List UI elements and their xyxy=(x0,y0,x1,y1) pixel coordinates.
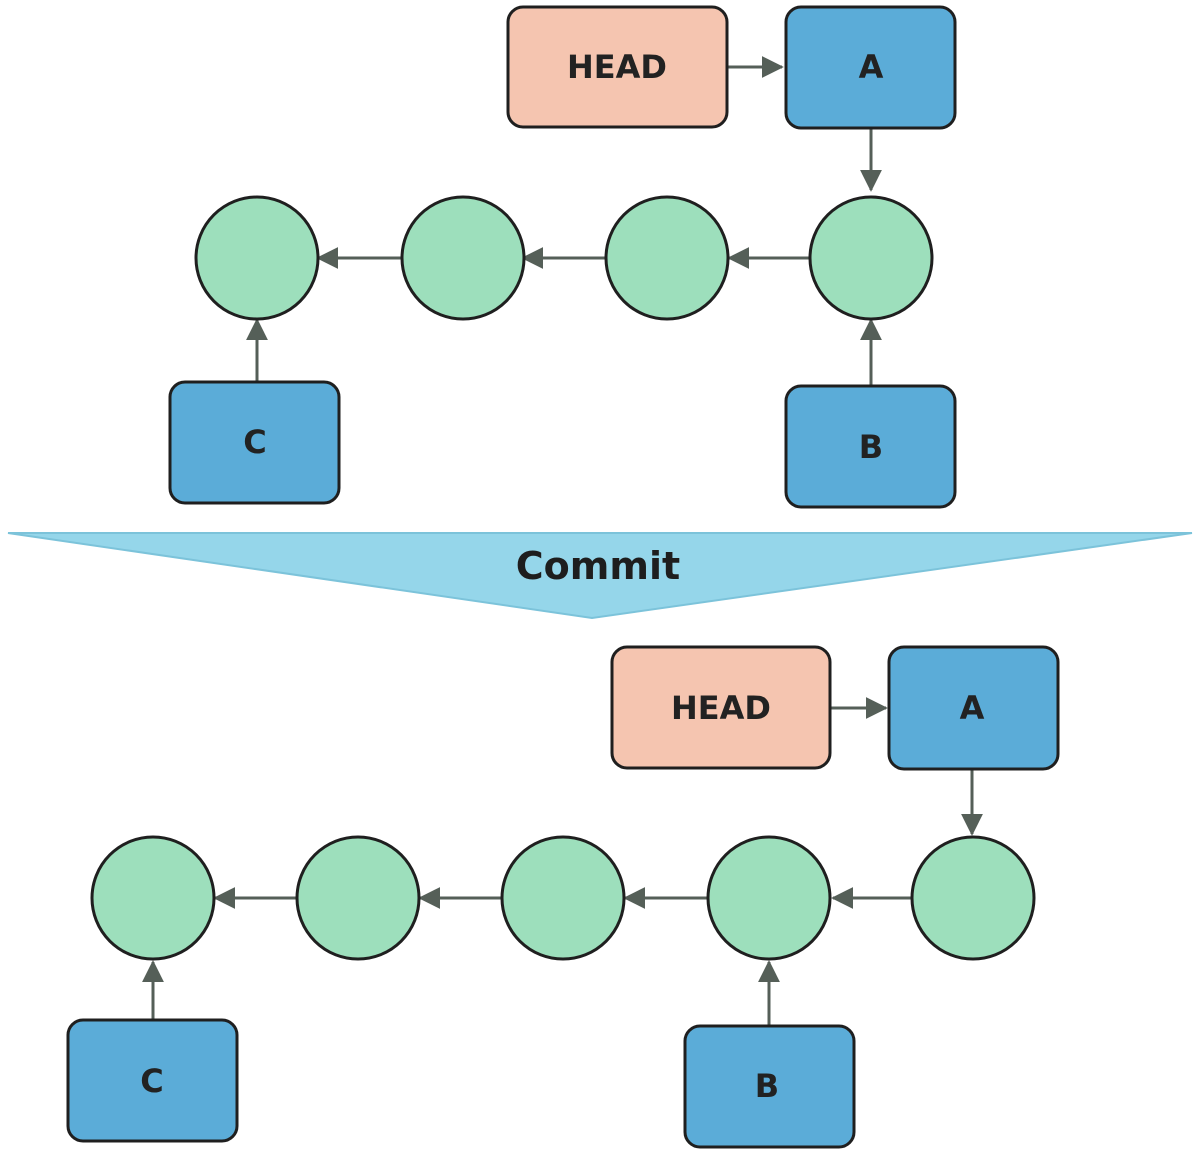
bottom-branch-c-label: C xyxy=(140,1062,163,1100)
bottom-branch-b-label: B xyxy=(755,1067,779,1105)
bottom-panel: HEAD A C B xyxy=(66,645,1060,1149)
top-branch-a: A xyxy=(784,5,957,130)
bottom-commit-1 xyxy=(90,835,216,961)
top-head-label: HEAD xyxy=(567,48,667,86)
bottom-head-label: HEAD xyxy=(671,689,771,727)
top-commit-1 xyxy=(194,195,320,321)
bottom-head-ref: HEAD xyxy=(610,645,832,770)
commit-banner-shape xyxy=(7,532,1193,620)
top-branch-c: C xyxy=(168,380,341,505)
top-commit-2 xyxy=(400,195,526,321)
top-branch-a-label: A xyxy=(859,48,884,86)
top-commit-3 xyxy=(604,195,730,321)
bottom-branch-b: B xyxy=(683,1024,856,1149)
bottom-branch-c: C xyxy=(66,1018,239,1143)
top-head-ref: HEAD xyxy=(506,5,729,129)
bottom-branch-a: A xyxy=(887,645,1060,771)
bottom-commit-4 xyxy=(706,835,832,961)
bottom-commit-5 xyxy=(910,835,1036,961)
bottom-branch-a-label: A xyxy=(960,689,985,727)
top-panel: HEAD A C B xyxy=(168,5,957,509)
commit-banner-label: Commit xyxy=(516,544,680,588)
top-branch-c-label: C xyxy=(243,423,266,461)
top-commit-4 xyxy=(808,195,934,321)
top-branch-b: B xyxy=(784,384,957,509)
bottom-commit-3 xyxy=(500,835,626,961)
bottom-commit-2 xyxy=(295,835,421,961)
top-branch-b-label: B xyxy=(859,428,883,466)
commit-banner: Commit xyxy=(7,532,1193,620)
